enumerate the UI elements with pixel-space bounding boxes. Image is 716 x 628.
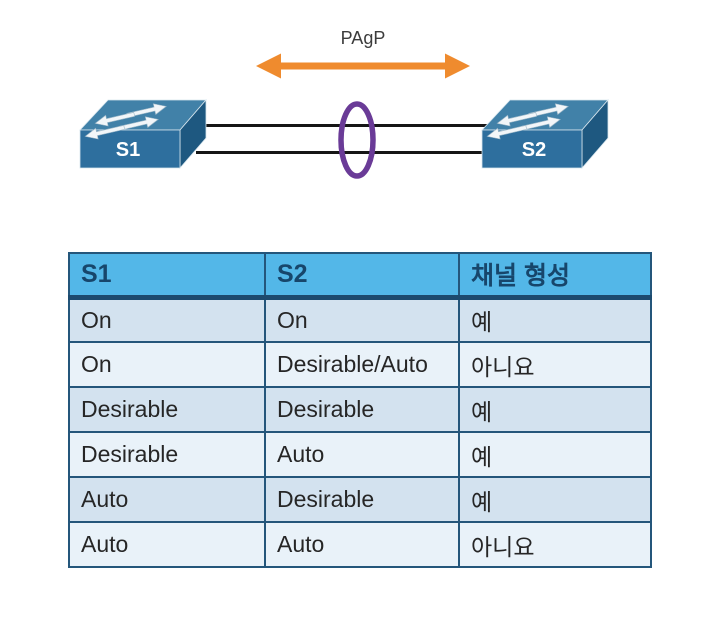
double-arrow-icon xyxy=(256,53,470,79)
cell-channel-result: 아니요 xyxy=(458,341,652,388)
table-row: On Desirable/Auto 아니요 xyxy=(68,341,652,388)
table-row: Desirable Desirable 예 xyxy=(68,386,652,433)
table-row: Auto Desirable 예 xyxy=(68,476,652,523)
header-channel-formation: 채널 형성 xyxy=(458,252,652,300)
switch-s2-icon: S2 xyxy=(481,98,609,170)
cell-s2-mode: On xyxy=(264,296,460,343)
cell-s1-mode: Auto xyxy=(68,521,266,568)
switch-s2-label: S2 xyxy=(522,139,546,161)
protocol-label: PAgP xyxy=(341,28,386,48)
switch-port-arrows xyxy=(486,103,569,140)
table-row: Auto Auto 아니요 xyxy=(68,521,652,568)
header-s2: S2 xyxy=(264,252,460,300)
table-header-row: S1 S2 채널 형성 xyxy=(68,252,652,300)
cell-s1-mode: On xyxy=(68,341,266,388)
cell-s1-mode: Desirable xyxy=(68,386,266,433)
cell-channel-result: 예 xyxy=(458,476,652,523)
cell-s2-mode: Desirable/Auto xyxy=(264,341,460,388)
cell-channel-result: 예 xyxy=(458,386,652,433)
pagp-mode-table: S1 S2 채널 형성 On On 예 On Desirable/Auto 아니… xyxy=(68,252,652,568)
switch-front-face xyxy=(79,129,181,169)
table-row: Desirable Auto 예 xyxy=(68,431,652,478)
channel-bundle-ellipse xyxy=(338,101,376,179)
cell-s2-mode: Auto xyxy=(264,431,460,478)
cell-s2-mode: Desirable xyxy=(264,386,460,433)
cell-s1-mode: Desirable xyxy=(68,431,266,478)
switch-s1-label: S1 xyxy=(116,139,140,161)
cell-s1-mode: Auto xyxy=(68,476,266,523)
cell-s2-mode: Desirable xyxy=(264,476,460,523)
switch-port-arrows xyxy=(84,103,167,140)
header-s1: S1 xyxy=(68,252,266,300)
etherchannel-links xyxy=(196,124,494,154)
cell-channel-result: 예 xyxy=(458,431,652,478)
table-row: On On 예 xyxy=(68,296,652,343)
cell-s1-mode: On xyxy=(68,296,266,343)
cell-channel-result: 아니요 xyxy=(458,521,652,568)
pagp-topology-diagram: PAgP S1 xyxy=(79,28,609,179)
cell-s2-mode: Auto xyxy=(264,521,460,568)
switch-front-face xyxy=(481,129,583,169)
switch-s1-icon: S1 xyxy=(79,98,207,170)
cell-channel-result: 예 xyxy=(458,296,652,343)
